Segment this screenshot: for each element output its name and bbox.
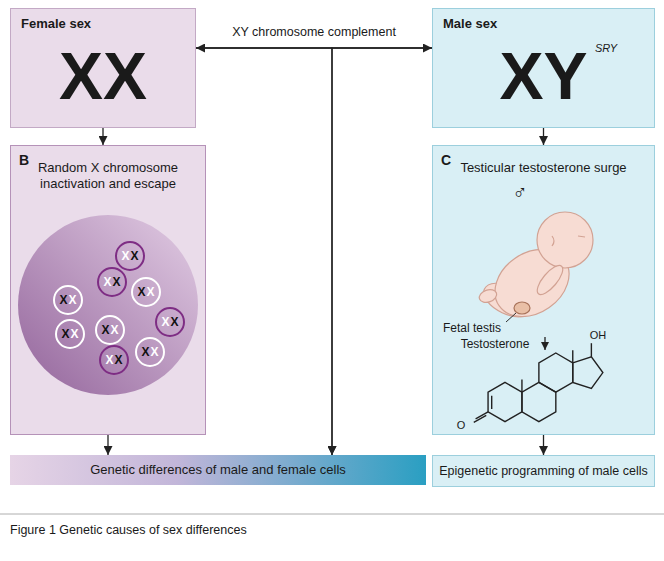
- cell: [96, 316, 124, 344]
- cells: [54, 242, 184, 374]
- arrow-connector: [107, 435, 108, 455]
- connector-label: XY chromosome complement: [229, 26, 399, 40]
- fetus-ear: [552, 236, 554, 246]
- cell: [132, 278, 160, 306]
- box-text: Epigenetic programming of male cells: [433, 456, 654, 486]
- arrow-connector: [543, 128, 544, 145]
- chromosome-letter: X: [103, 276, 111, 288]
- arrow-connector: [102, 128, 103, 145]
- figure-caption: Figure 1 Genetic causes of sex differenc…: [10, 523, 247, 537]
- hydroxyl-bond: [591, 343, 592, 357]
- box-text: Female sex: [11, 9, 195, 31]
- arrow-connector: [196, 48, 332, 455]
- process-box: Epigenetic programming of male cells: [432, 455, 655, 487]
- chromosome-letter: X: [121, 250, 129, 262]
- part-label: Testosterone: [461, 338, 530, 350]
- atom-label: O: [457, 420, 466, 431]
- cell: [156, 308, 184, 336]
- box-text: XY: [433, 43, 654, 109]
- chromosome-letter: X: [68, 294, 76, 306]
- chromosome-letter: X: [146, 286, 154, 298]
- methyl: [572, 350, 573, 363]
- male-symbol: ♂: [513, 182, 528, 202]
- ring: [522, 382, 556, 421]
- process-box: Female sexXX: [10, 8, 196, 128]
- process-box: Male sexXY: [432, 8, 655, 128]
- box-text: Male sex: [433, 9, 654, 31]
- cell: [98, 268, 126, 296]
- chromosome-letter: X: [105, 354, 113, 366]
- chromosome-letter: X: [101, 324, 109, 336]
- panel-letter: C: [441, 152, 451, 168]
- testosterone-molecule: [474, 343, 603, 422]
- box-text: Genetic differences of male and female c…: [10, 455, 426, 485]
- process-box: Genetic differences of male and female c…: [10, 455, 426, 485]
- cell: [56, 320, 84, 348]
- chromosome-letter: X: [141, 346, 149, 358]
- chromosome-letter: X: [110, 324, 118, 336]
- fetus-foot: [477, 287, 498, 304]
- box-text: Random X chromosome inactivation and esc…: [11, 146, 205, 193]
- chromosome-letter: X: [150, 346, 158, 358]
- fetus: [477, 212, 593, 331]
- double-bond: [491, 396, 492, 409]
- ring: [573, 357, 603, 389]
- ring: [539, 353, 573, 392]
- chromosome-letter: X: [161, 316, 169, 328]
- arrow-connector: [332, 48, 432, 455]
- chromosome-letter: X: [137, 286, 145, 298]
- ring: [488, 382, 522, 421]
- gene-label: SRY: [595, 43, 617, 54]
- chromosome-letter: X: [130, 250, 138, 262]
- chromosome-letter: X: [70, 328, 78, 340]
- atom-label: OH: [590, 330, 607, 341]
- leader-line: [506, 313, 516, 322]
- cell: [100, 346, 128, 374]
- panel-letter: B: [19, 152, 29, 168]
- chromosome-letter: X: [61, 328, 69, 340]
- cell: [136, 338, 164, 366]
- arrow: [544, 337, 545, 350]
- fetus-head: [537, 212, 593, 268]
- cell: [54, 286, 82, 314]
- ketone-bond: [474, 415, 486, 422]
- chromosome-letter: X: [170, 316, 178, 328]
- cell-population: [18, 215, 198, 395]
- part-label: Fetal testis: [443, 322, 501, 334]
- chromosome-letter: X: [59, 294, 67, 306]
- caption-rule: [0, 514, 664, 515]
- methyl: [521, 380, 522, 393]
- arrow-connector: [543, 435, 544, 455]
- cell: [116, 242, 144, 270]
- chromosome-letter: X: [114, 354, 122, 366]
- fetal-testis: [514, 302, 530, 314]
- box-text: XX: [11, 43, 195, 109]
- fetus-arm: [533, 262, 567, 299]
- fetus-eye: [578, 236, 585, 237]
- box-text: Testicular testosterone surge: [433, 146, 654, 176]
- chromosome-letter: X: [112, 276, 120, 288]
